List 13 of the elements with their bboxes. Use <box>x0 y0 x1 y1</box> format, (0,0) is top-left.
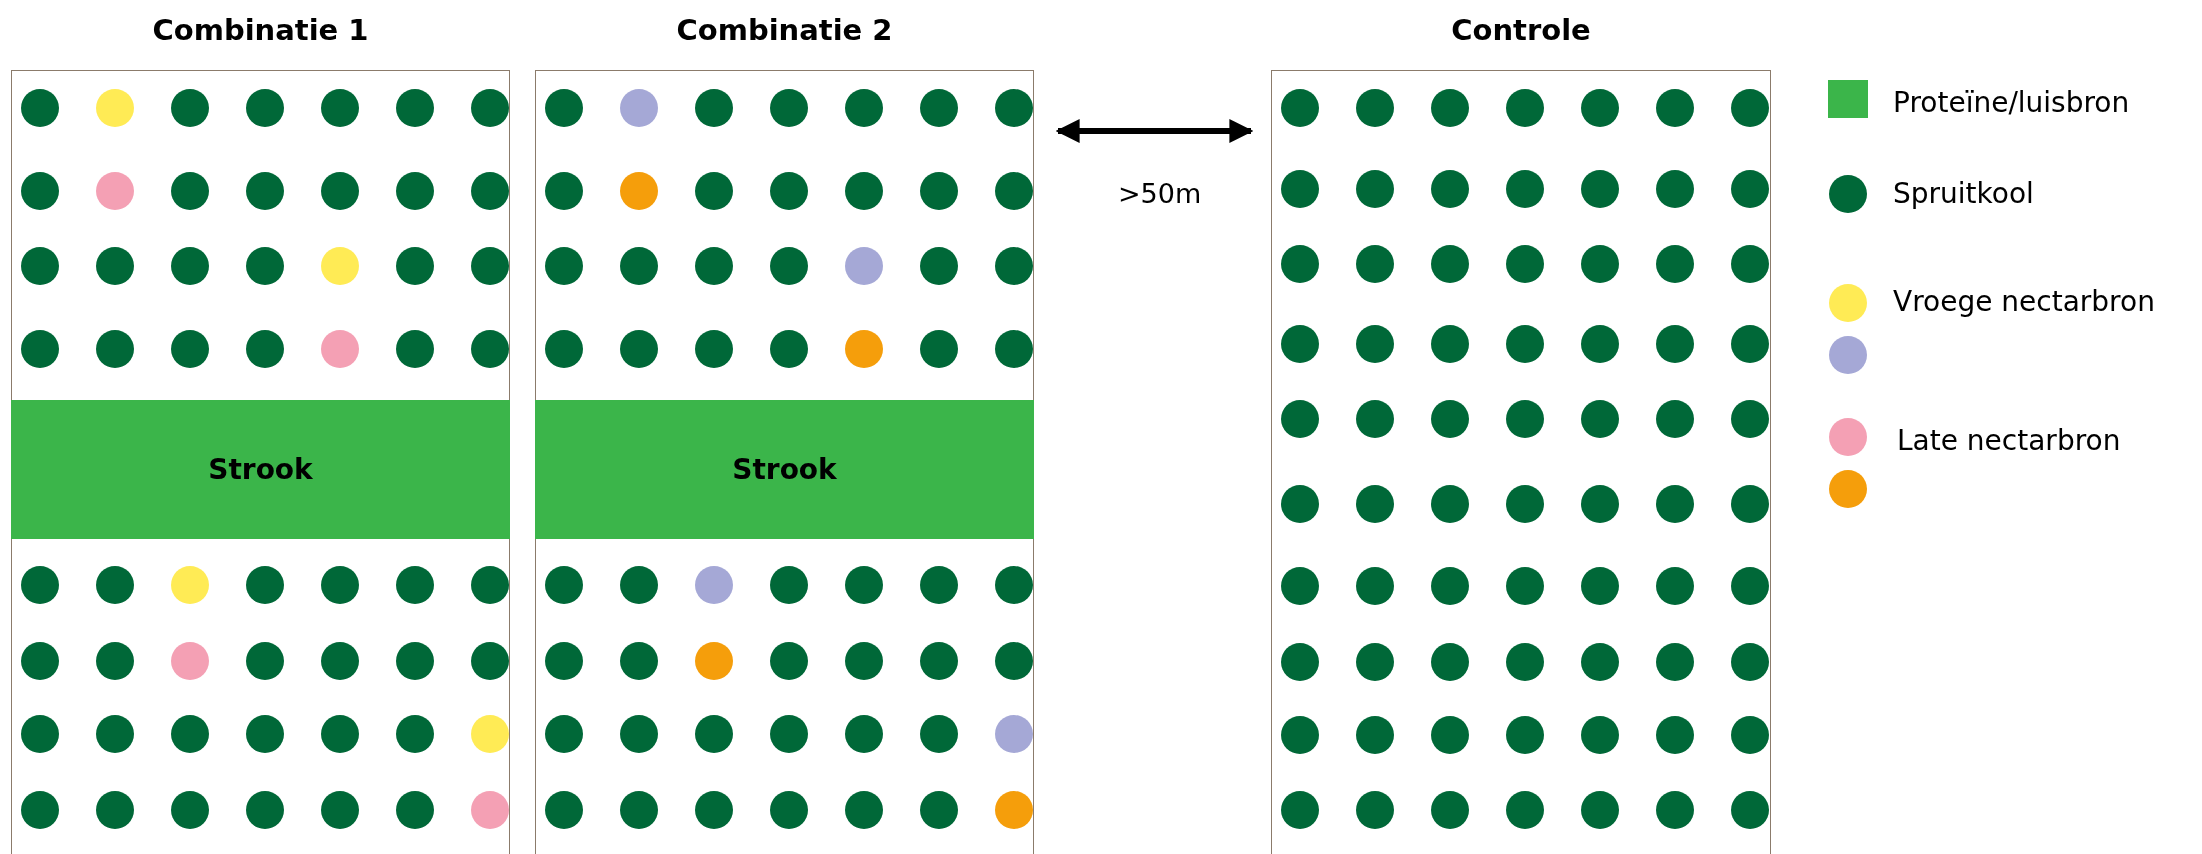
strip-label: Strook <box>732 451 837 488</box>
legend-label: Vroege nectarbron <box>1893 284 2155 320</box>
flower-strip <box>535 400 1034 539</box>
legend-label: Spruitkool <box>1893 176 2034 212</box>
legend-label: Proteïne/luisbron <box>1893 85 2130 121</box>
plot-title: Combinatie 1 <box>151 12 370 49</box>
plot-title: Controle <box>1450 12 1592 49</box>
strip-label: Strook <box>208 451 313 488</box>
plot-title: Combinatie 2 <box>675 12 894 49</box>
edge-label: >50m <box>1118 177 1202 211</box>
double-arrow <box>1055 119 1254 143</box>
flower-strip <box>11 400 510 539</box>
legend-label: Late nectarbron <box>1897 423 2121 459</box>
